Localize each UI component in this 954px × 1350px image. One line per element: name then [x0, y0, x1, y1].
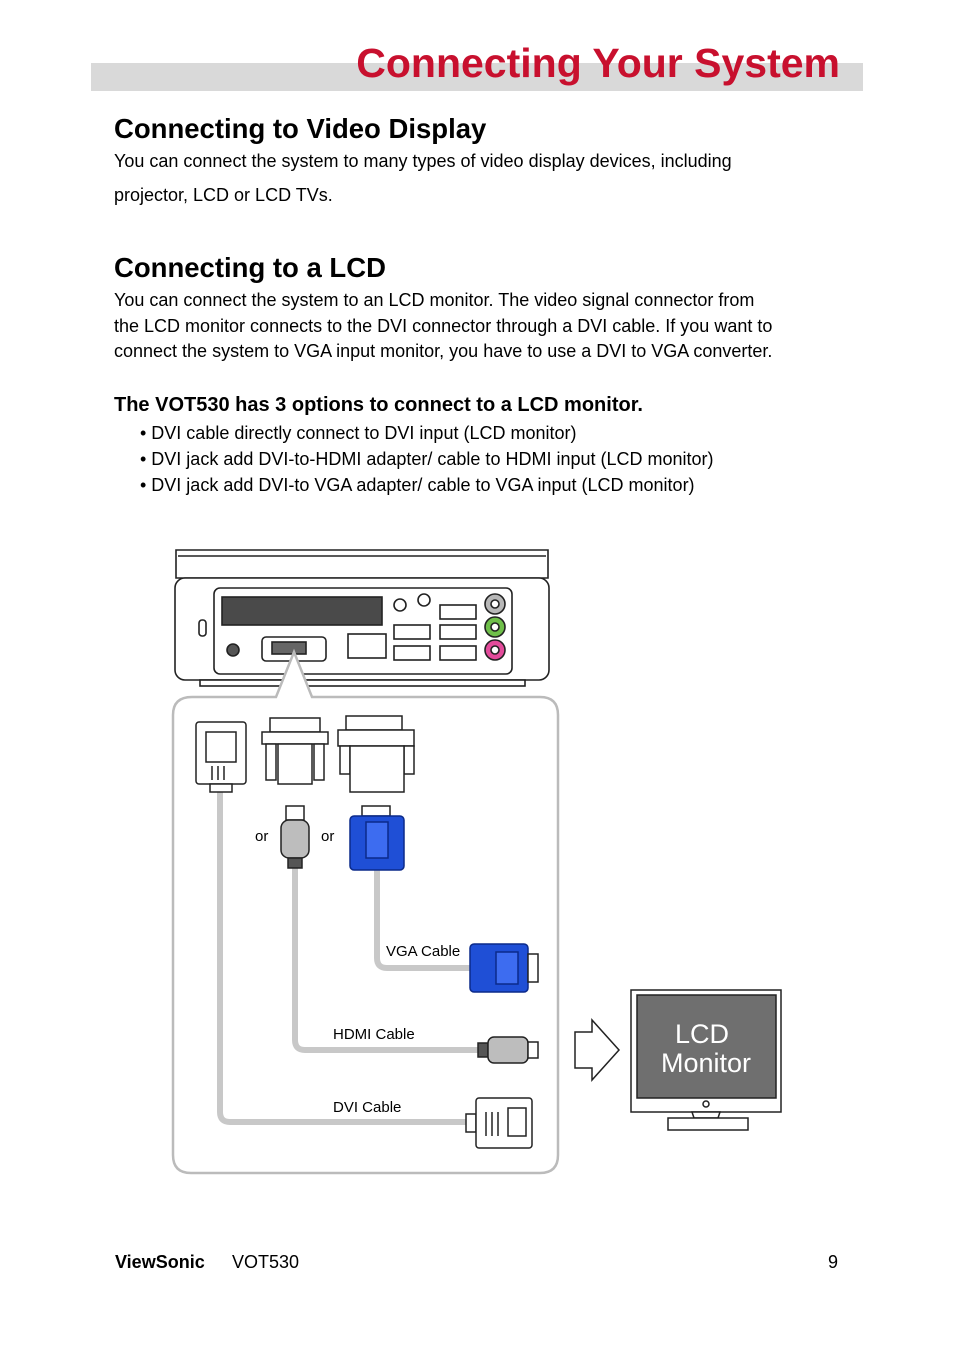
paragraph-line: You can connect the system to an LCD mon…: [114, 290, 755, 310]
cables: [217, 787, 483, 1125]
options-list: • DVI cable directly connect to DVI inpu…: [140, 421, 714, 499]
section-heading-video-display: Connecting to Video Display: [114, 113, 487, 144]
adapter-group-panel: [171, 648, 560, 1175]
or-label: or: [321, 828, 334, 845]
list-item: • DVI cable directly connect to DVI inpu…: [140, 423, 577, 443]
vot530-unit: [174, 549, 550, 687]
paragraph-line: the LCD monitor connects to the DVI conn…: [114, 316, 773, 336]
dvi-cable-label: DVI Cable: [333, 1099, 401, 1116]
dvi-plug-icon: [195, 721, 247, 793]
vga-plug-icon: [349, 805, 405, 871]
paragraph-line: projector, LCD or LCD TVs.: [114, 185, 333, 205]
dvi-to-hdmi-adapter-icon: [261, 717, 329, 785]
list-item: • DVI jack add DVI-to VGA adapter/ cable…: [140, 475, 695, 495]
title-band: [91, 63, 863, 91]
arrow-right-icon: [574, 1018, 621, 1082]
hdmi-cable-label: HDMI Cable: [333, 1026, 415, 1043]
footer-brand: ViewSonic: [115, 1252, 205, 1272]
connection-diagram: or or VGA Cable HDMI Cable DVI Cable LCD…: [171, 549, 782, 1175]
hdmi-plug-icon: [280, 805, 310, 869]
footer-model: VOT530: [232, 1252, 300, 1272]
monitor-label-line2: Monitor: [661, 1048, 751, 1078]
paragraph-line: connect the system to VGA input monitor,…: [114, 341, 773, 361]
section-heading-lcd: Connecting to a LCD: [114, 252, 386, 283]
vga-cable-end-icon: [469, 943, 539, 993]
monitor-label-line1: LCD: [675, 1019, 729, 1049]
hdmi-cable-end-icon: [477, 1036, 539, 1064]
vga-cable-label: VGA Cable: [386, 943, 460, 960]
dvi-to-vga-adapter-icon: [337, 715, 415, 793]
or-label: or: [255, 828, 268, 845]
page-title: Connecting Your System: [356, 40, 840, 86]
lcd-monitor-icon: [630, 989, 782, 1131]
list-item: • DVI jack add DVI-to-HDMI adapter/ cabl…: [140, 449, 714, 469]
dvi-cable-end-icon: [465, 1097, 533, 1149]
page-number: 9: [828, 1252, 839, 1272]
paragraph-line: You can connect the system to many types…: [114, 151, 732, 171]
options-heading: The VOT530 has 3 options to connect to a…: [114, 394, 643, 416]
